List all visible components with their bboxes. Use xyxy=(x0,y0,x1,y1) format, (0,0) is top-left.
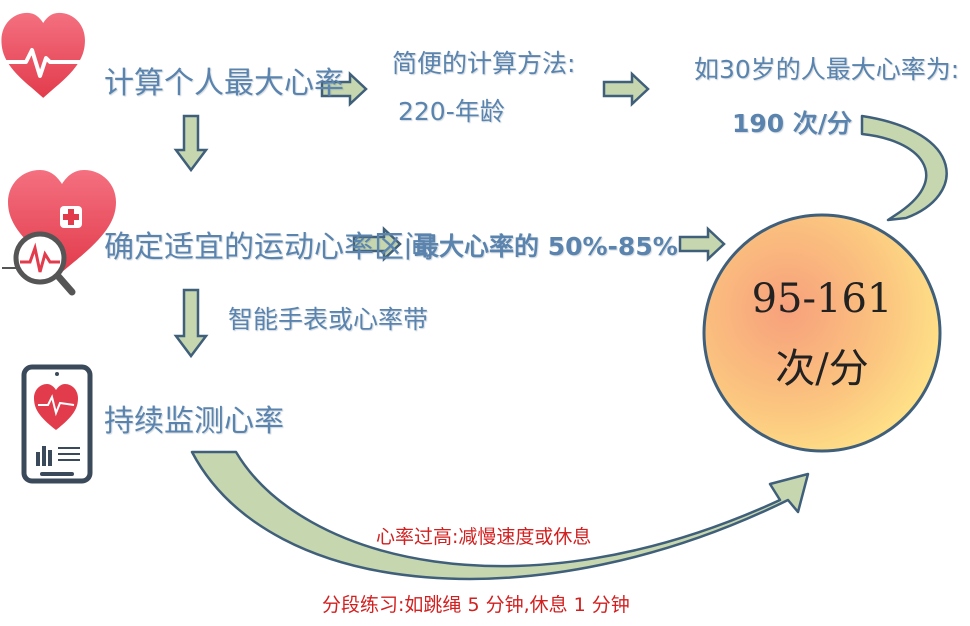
step-target-zone: 确定适宜的运动心率区间 xyxy=(104,230,434,265)
step-calc-max-hr: 计算个人最大心率 xyxy=(104,66,344,101)
step-monitor: 持续监测心率 xyxy=(104,404,284,439)
device-label: 智能手表或心率带 xyxy=(228,305,429,334)
result-circle xyxy=(702,213,942,453)
heart-pulse-icon xyxy=(1,12,85,98)
arrow-down-1 xyxy=(173,114,209,173)
result-range: 95-161 xyxy=(751,276,893,322)
curved-arrow-bottom xyxy=(190,450,810,581)
method-label: 简便的计算方法: xyxy=(392,49,576,78)
example-label: 如30岁的人最大心率为: xyxy=(694,55,960,84)
curved-arrow-top xyxy=(860,114,948,222)
phone-monitor-icon xyxy=(21,364,93,484)
formula: 220-年龄 xyxy=(398,97,505,126)
range-label: 最大心率的 50%-85% xyxy=(414,232,678,261)
arrow-right-2 xyxy=(602,71,650,107)
tip-slow-down: 心率过高:减慢速度或休息 xyxy=(376,526,592,548)
example-value: 190 次/分 xyxy=(732,109,853,138)
arrow-right-1 xyxy=(320,71,368,107)
arrow-right-4 xyxy=(678,226,726,262)
heart-check-icon xyxy=(2,170,116,296)
arrow-right-3 xyxy=(352,226,402,262)
arrow-down-2 xyxy=(173,288,209,359)
tip-interval: 分段练习:如跳绳 5 分钟,休息 1 分钟 xyxy=(322,594,630,616)
result-unit: 次/分 xyxy=(775,346,869,392)
